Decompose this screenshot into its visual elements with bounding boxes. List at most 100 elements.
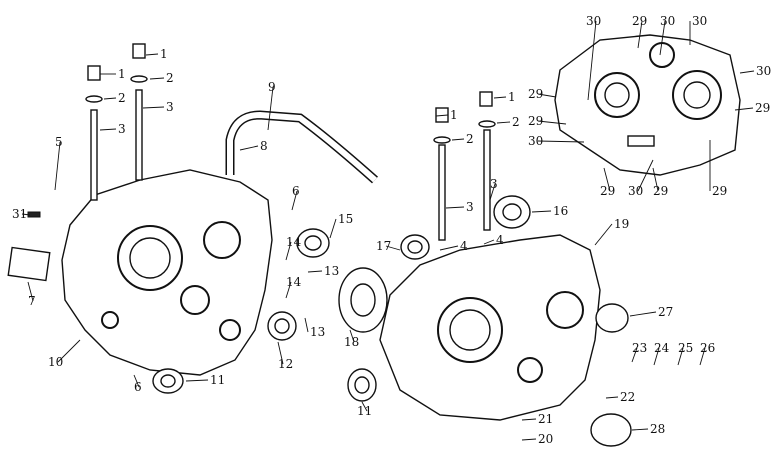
callout-number: 29 bbox=[712, 184, 727, 198]
callout-number: 22 bbox=[620, 390, 635, 404]
leader-line bbox=[629, 311, 657, 317]
callout-number: 24 bbox=[654, 341, 670, 355]
leader-line bbox=[285, 281, 292, 299]
callout-number: 13 bbox=[310, 325, 325, 339]
leader-line bbox=[239, 145, 259, 151]
leader-line bbox=[637, 159, 654, 192]
callout-number: 31 bbox=[12, 207, 27, 221]
leader-line bbox=[521, 438, 537, 441]
callout-number: 2 bbox=[466, 132, 474, 146]
callout-number: 14 bbox=[286, 235, 302, 249]
callout-number: 8 bbox=[260, 139, 268, 153]
leader-line bbox=[361, 401, 368, 412]
callout-number: 21 bbox=[538, 412, 553, 426]
callout-number: 29 bbox=[755, 101, 770, 115]
leader-line bbox=[637, 20, 643, 49]
leader-line bbox=[307, 270, 323, 273]
leader-line bbox=[27, 281, 34, 302]
bearings bbox=[27, 195, 632, 447]
leader-line bbox=[631, 347, 638, 363]
callout-number: 25 bbox=[678, 341, 693, 355]
callout-number: 30 bbox=[586, 14, 601, 28]
leader-line bbox=[385, 245, 401, 251]
callout-number: 6 bbox=[134, 380, 142, 394]
callout-number: 30 bbox=[628, 184, 643, 198]
leader-line bbox=[631, 428, 649, 431]
callout-number: 30 bbox=[660, 14, 675, 28]
leader-line bbox=[435, 114, 449, 117]
callout-number: 5 bbox=[55, 135, 63, 149]
leader-line bbox=[145, 53, 159, 56]
stud-bolts bbox=[85, 43, 496, 241]
leader-line bbox=[285, 241, 292, 261]
callout-number: 3 bbox=[466, 200, 474, 214]
leader-line bbox=[493, 96, 507, 99]
callout-number: 12 bbox=[278, 357, 293, 371]
leader-line bbox=[57, 339, 81, 363]
callout-number: 30 bbox=[528, 134, 543, 148]
leader-line bbox=[349, 329, 355, 343]
left-crankcase-half bbox=[61, 169, 273, 376]
leader-line bbox=[483, 239, 495, 245]
callout-number: 3 bbox=[166, 100, 174, 114]
leader-line bbox=[267, 86, 274, 131]
leader-line bbox=[677, 347, 684, 366]
leader-line bbox=[594, 223, 613, 246]
leader-line bbox=[603, 167, 611, 192]
leader-line bbox=[699, 347, 706, 366]
callout-number: 29 bbox=[632, 14, 647, 28]
leader-line bbox=[54, 141, 61, 191]
callout-number: 11 bbox=[210, 373, 225, 387]
callout-number: 11 bbox=[357, 404, 372, 418]
leader-line bbox=[445, 206, 465, 209]
callout-number: 30 bbox=[756, 64, 771, 78]
leader-line bbox=[103, 97, 117, 100]
leader-line bbox=[734, 107, 754, 111]
callout-number: 28 bbox=[650, 422, 665, 436]
callout-number: 29 bbox=[528, 114, 543, 128]
callout-number: 2 bbox=[166, 71, 174, 85]
callout-number: 1 bbox=[508, 90, 516, 104]
callout-number: 9 bbox=[268, 80, 276, 94]
callout-number: 29 bbox=[600, 184, 615, 198]
callout-number: 7 bbox=[28, 294, 36, 308]
callout-number: 29 bbox=[653, 184, 668, 198]
callout-number: 10 bbox=[48, 355, 63, 369]
leader-line bbox=[652, 167, 659, 192]
leader-line bbox=[329, 218, 337, 239]
callout-number: 4 bbox=[460, 239, 468, 253]
leader-line bbox=[133, 374, 140, 388]
leader-line bbox=[521, 418, 537, 421]
crankcase-top-view bbox=[554, 34, 741, 176]
leader-line bbox=[142, 106, 165, 109]
callout-number: 29 bbox=[528, 87, 543, 101]
oil-screen bbox=[7, 246, 51, 282]
leader-line bbox=[451, 138, 465, 141]
callout-number: 3 bbox=[490, 177, 498, 191]
callout-number: 14 bbox=[286, 275, 302, 289]
leader-line bbox=[531, 210, 552, 213]
callout-number: 20 bbox=[538, 432, 553, 446]
leader-line bbox=[605, 396, 619, 399]
callout-number: 3 bbox=[118, 122, 126, 136]
callout-number: 13 bbox=[324, 264, 339, 278]
right-crankcase-half bbox=[379, 234, 601, 421]
callout-number: 23 bbox=[632, 341, 647, 355]
leader-line bbox=[185, 379, 209, 382]
leader-line bbox=[21, 213, 31, 216]
leader-line bbox=[537, 140, 585, 143]
callout-number: 18 bbox=[344, 335, 359, 349]
callout-number: 26 bbox=[700, 341, 715, 355]
callout-number: 19 bbox=[614, 217, 629, 231]
leader-line bbox=[739, 70, 755, 74]
callout-number: 6 bbox=[292, 184, 300, 198]
callout-number: 17 bbox=[376, 239, 391, 253]
callout-number: 1 bbox=[160, 47, 168, 61]
leader-line bbox=[653, 347, 660, 366]
leader-line bbox=[277, 341, 284, 365]
callout-number: 2 bbox=[118, 91, 126, 105]
callout-number: 1 bbox=[118, 67, 126, 81]
leader-line bbox=[149, 77, 165, 80]
